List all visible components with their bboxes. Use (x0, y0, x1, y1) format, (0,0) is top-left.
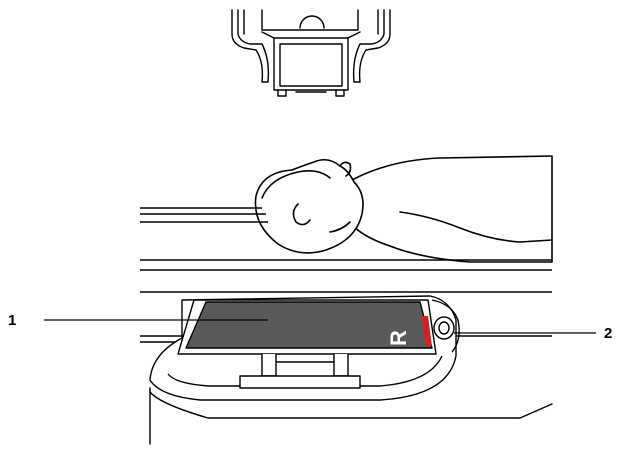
callout-2: 2 (454, 325, 612, 342)
tube-left-handle (231, 9, 270, 83)
callout-2-label: 2 (604, 325, 612, 342)
patient-head (254, 158, 364, 254)
tube-right-handle (352, 9, 391, 83)
cassette-marker-strip (422, 316, 432, 346)
tube-indicator-circle (299, 15, 325, 29)
patient-figure (254, 155, 553, 263)
cassette: R (185, 301, 433, 349)
callout-1: 1 (8, 312, 268, 329)
tray-pull-handle (239, 354, 361, 389)
table-rails (140, 207, 552, 343)
patient-torso (349, 155, 553, 263)
tray-lock-knob (433, 316, 455, 340)
xray-tube-head (231, 9, 391, 97)
cassette-marker-letter: R (386, 330, 411, 346)
collimator-box (273, 37, 349, 91)
table-base (149, 387, 553, 445)
callout-1-label: 1 (8, 312, 16, 329)
cassette-plate (185, 301, 433, 349)
